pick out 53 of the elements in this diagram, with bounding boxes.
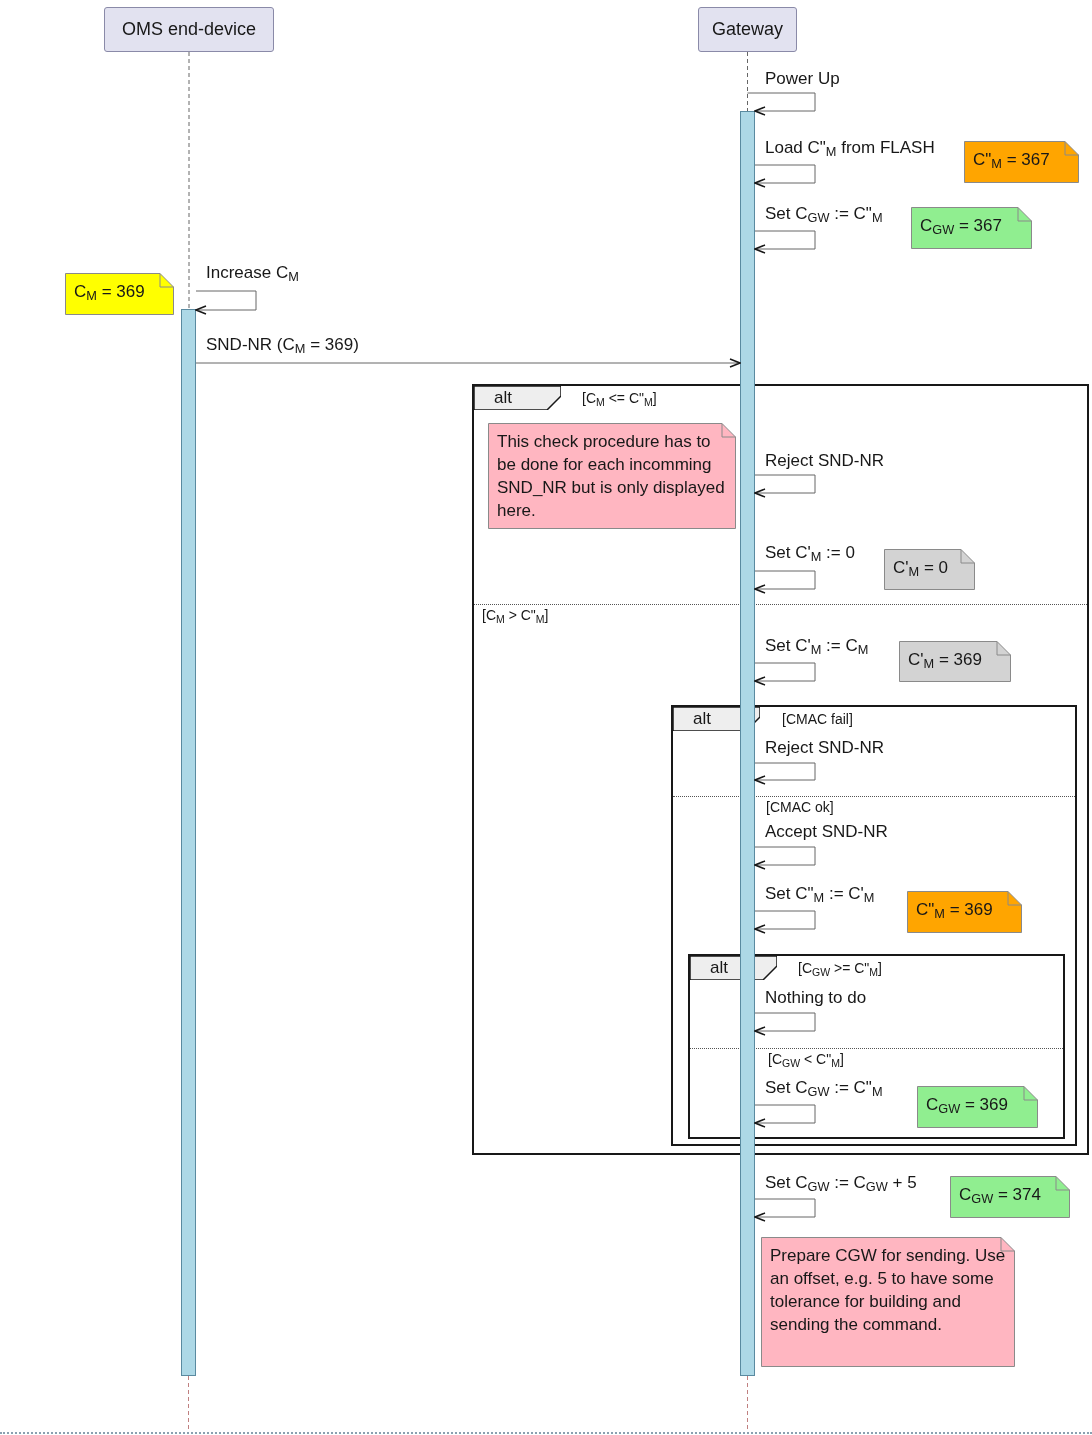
sticky-note: C$_{GW}$ = 369 xyxy=(917,1086,1038,1128)
sticky-note: C"$_{M}$ = 367 xyxy=(964,141,1079,183)
guard-condition: [CMAC ok] xyxy=(766,798,834,817)
message-label: Set C$_{GW}$ := C"$_{M}$ xyxy=(765,1077,883,1099)
message-label: SND-NR (C$_{M}$ = 369) xyxy=(206,334,359,356)
message-label: Power Up xyxy=(765,68,840,90)
message-label: Set C'$_{M}$ := 0 xyxy=(765,542,855,564)
guard-condition: [C$_{M}$ <= C"$_{M}$] xyxy=(582,389,657,409)
message-label: Increase C$_{M}$ xyxy=(206,262,299,284)
self-message-arrow xyxy=(754,910,816,934)
message-label: Reject SND-NR xyxy=(765,737,885,759)
self-message-arrow xyxy=(195,290,257,315)
participant-box: OMS end-device xyxy=(104,7,274,52)
message-label: Nothing to do xyxy=(765,987,867,1009)
lifeline xyxy=(188,1375,189,1432)
message-label: Load C"$_{M}$ from FLASH xyxy=(765,137,935,159)
guard-condition: [C$_{GW}$ >= C"$_{M}$] xyxy=(798,959,882,979)
message-label: Set C'$_{M}$ := C$_{M}$ xyxy=(765,635,869,657)
sticky-note: Prepare CGW for sending. Use an offset, e.g. 5 to have some tolerance for building and sending the command. xyxy=(761,1237,1015,1367)
lifeline xyxy=(188,51,190,310)
self-message-arrow xyxy=(754,230,816,254)
fragment-tab: alt xyxy=(474,386,561,410)
sticky-note: C$_{M}$ = 369 xyxy=(65,273,174,315)
sticky-note: C"$_{M}$ = 369 xyxy=(907,891,1022,933)
self-message-arrow xyxy=(747,92,816,116)
sticky-note: C'$_{M}$ = 369 xyxy=(899,641,1011,682)
participant-box: Gateway xyxy=(698,7,797,52)
activation-bar xyxy=(181,309,196,1376)
message-label: Set C$_{GW}$ := C$_{GW}$ + 5 xyxy=(765,1172,917,1194)
guard-condition: [C$_{M}$ > C"$_{M}$] xyxy=(482,606,549,626)
sticky-note: C$_{GW}$ = 367 xyxy=(911,207,1032,249)
message-label: Set C$_{GW}$ := C"$_{M}$ xyxy=(765,203,883,225)
sticky-note: This check procedure has to be done for each incomming SND_NR but is only displayed here. xyxy=(488,423,736,529)
lifeline xyxy=(747,51,748,112)
self-message-arrow xyxy=(754,762,816,785)
sticky-note: C'$_{M}$ = 0 xyxy=(884,549,975,590)
message-label: Set C"$_{M}$ := C'$_{M}$ xyxy=(765,883,875,905)
message-label: Accept SND-NR xyxy=(765,821,888,843)
self-message-arrow xyxy=(754,474,816,498)
self-message-arrow xyxy=(754,662,816,686)
message-arrow xyxy=(195,358,741,368)
sticky-note: C$_{GW}$ = 374 xyxy=(950,1176,1070,1218)
guard-condition: [CMAC fail] xyxy=(782,710,853,729)
lifeline xyxy=(747,1375,748,1432)
activation-bar xyxy=(740,111,755,1376)
self-message-arrow xyxy=(754,1198,816,1222)
self-message-arrow xyxy=(754,164,816,188)
guard-condition: [C$_{GW}$ < C"$_{M}$] xyxy=(768,1050,844,1070)
self-message-arrow xyxy=(754,846,816,870)
self-message-arrow xyxy=(754,570,816,594)
self-message-arrow xyxy=(754,1012,816,1036)
self-message-arrow xyxy=(754,1104,816,1128)
message-label: Reject SND-NR xyxy=(765,450,885,472)
